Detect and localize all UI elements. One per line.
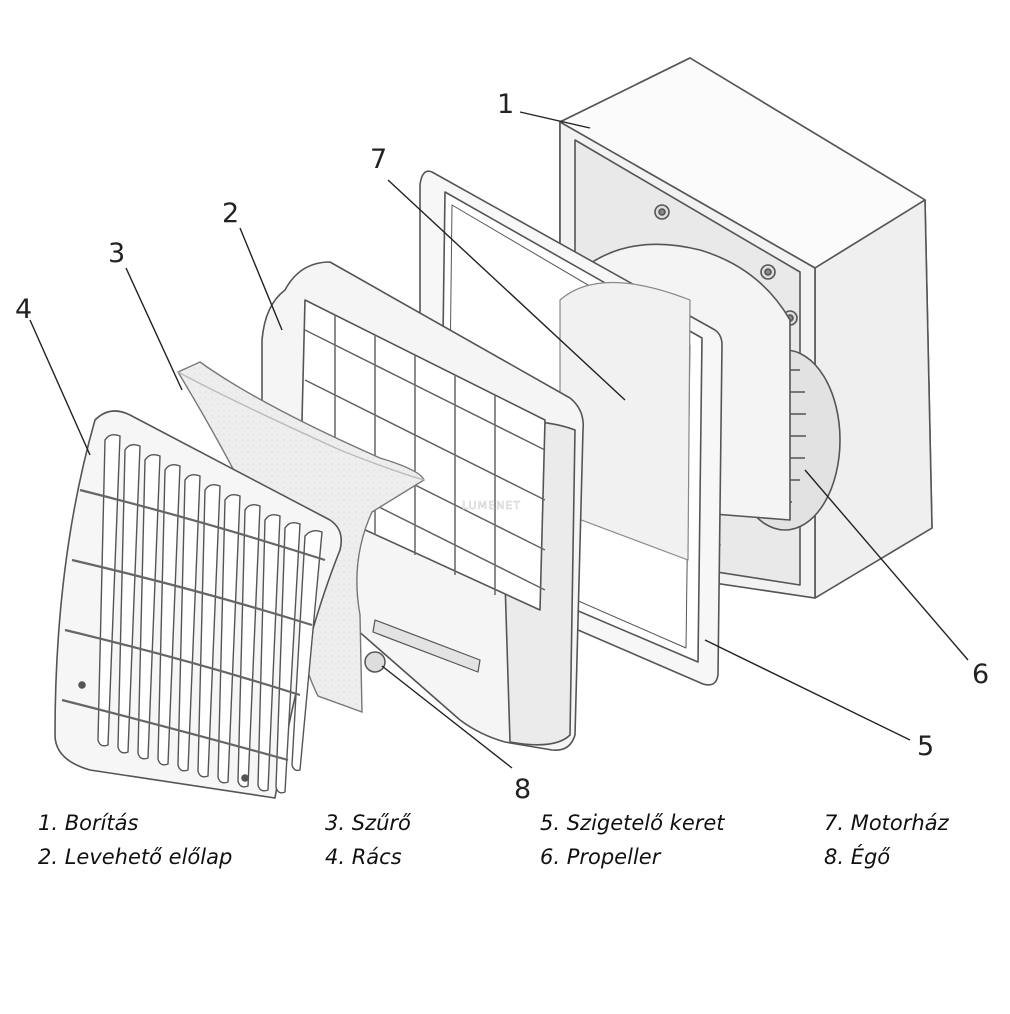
callout-8: 8 xyxy=(514,774,531,805)
callout-2: 2 xyxy=(222,198,239,229)
leader-5 xyxy=(704,639,911,741)
front-panel-part xyxy=(261,261,585,752)
watermark-text: LUMENET xyxy=(462,499,521,512)
legend-item-6: 6. Propeller xyxy=(540,845,661,869)
legend-item-8: 8. Égő xyxy=(824,845,891,869)
grille-part xyxy=(54,410,343,799)
legend-item-7: 7. Motorház xyxy=(824,811,949,835)
leader-lines xyxy=(29,111,969,769)
leader-6 xyxy=(804,469,969,661)
callout-7: 7 xyxy=(370,144,387,175)
leader-3 xyxy=(125,267,183,391)
leader-7 xyxy=(387,179,626,401)
leader-2 xyxy=(239,227,283,331)
callout-5: 5 xyxy=(917,731,934,762)
legend-item-1: 1. Borítás xyxy=(38,811,139,835)
leader-4 xyxy=(29,319,91,456)
legend-column-4: 7. Motorház 8. Égő xyxy=(824,806,949,874)
legend-column-2: 3. Szűrő 4. Rács xyxy=(325,806,411,874)
callout-6: 6 xyxy=(972,659,989,690)
legend-item-3: 3. Szűrő xyxy=(325,811,411,835)
callout-3: 3 xyxy=(108,238,125,269)
legend-column-3: 5. Szigetelő keret 6. Propeller xyxy=(540,806,725,874)
legend-item-2: 2. Levehető előlap xyxy=(38,845,233,869)
leader-1 xyxy=(519,111,591,129)
legend-item-4: 4. Rács xyxy=(325,845,402,869)
callout-1: 1 xyxy=(497,89,514,120)
callout-4: 4 xyxy=(15,294,32,325)
legend-item-5: 5. Szigetelő keret xyxy=(540,811,725,835)
leader-8 xyxy=(381,665,513,769)
legend-column-1: 1. Borítás 2. Levehető előlap xyxy=(38,806,232,874)
